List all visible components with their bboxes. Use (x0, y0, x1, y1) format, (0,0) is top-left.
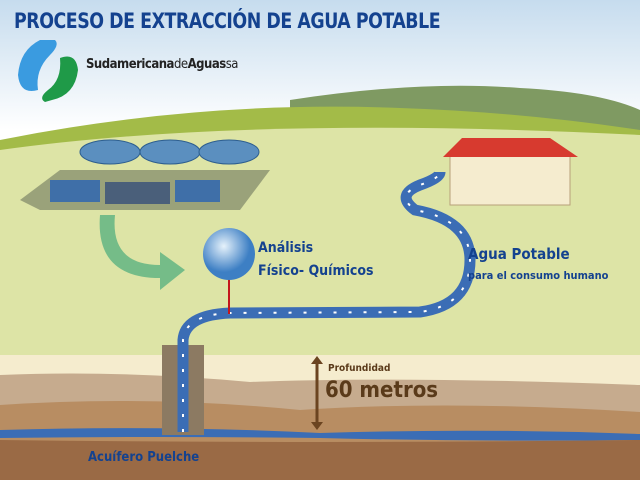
company-logo (18, 40, 78, 102)
analysis-sublabel: Físico- Químicos (258, 263, 374, 279)
aquifer-label: Acuífero Puelche (88, 450, 200, 465)
house (449, 154, 571, 206)
depth-label: Profundidad (328, 363, 391, 374)
aquifer-water (0, 428, 640, 441)
process-arrow (99, 215, 185, 290)
potable-label: Agua Potable (468, 245, 570, 263)
depth-arrow-icon (311, 356, 323, 430)
potable-sublabel: para el consumo humano (468, 269, 609, 282)
brand-part: de (173, 57, 188, 72)
brand-part: Aguas (187, 57, 227, 72)
analysis-label: Análisis (258, 240, 314, 256)
brand-part: sa (225, 57, 239, 72)
lab-flask-icon (203, 228, 255, 280)
depth-value: 60 metros (325, 378, 439, 403)
brand-part: Sudamericana (86, 57, 174, 72)
page-title: PROCESO DE EXTRACCIÓN DE AGUA POTABLE (14, 9, 441, 33)
brand-name: SudamericanadeAguassa (86, 57, 238, 72)
